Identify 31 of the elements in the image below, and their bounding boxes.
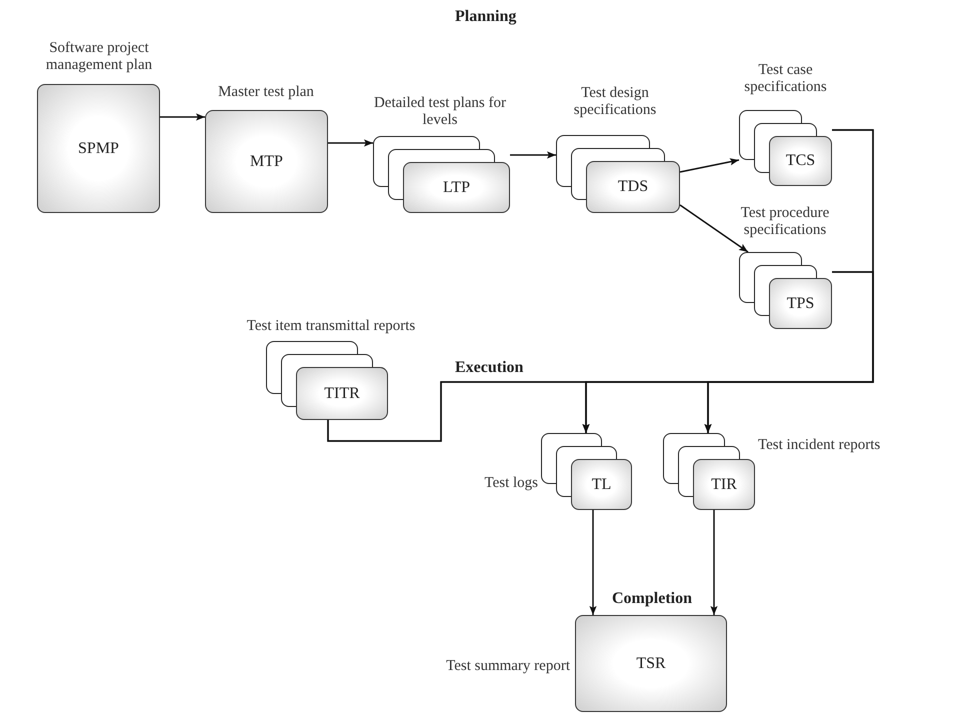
- stage-label: Execution: [455, 359, 524, 377]
- box-label: MTP: [250, 152, 283, 170]
- node-heading: Detailed test plans for levels: [372, 95, 508, 129]
- box-label: TL: [592, 476, 612, 494]
- arrow: [680, 158, 740, 173]
- arrow: [510, 151, 556, 159]
- box-label: SPMP: [78, 140, 119, 158]
- node-heading: Test design specifications: [572, 85, 658, 119]
- box-label: TIR: [711, 476, 737, 494]
- node-heading: Test item transmittal reports: [246, 318, 416, 335]
- arrow: [327, 381, 712, 442]
- node-heading: Test logs: [483, 475, 538, 492]
- node-heading: Test procedure specifications: [740, 205, 830, 239]
- node-heading: Master test plan: [217, 84, 315, 101]
- node-heading: Software project management plan: [44, 40, 154, 74]
- box-label: TSR: [636, 654, 666, 672]
- arrow: [710, 510, 718, 615]
- box-label: TPS: [786, 294, 814, 312]
- box-label: LTP: [443, 178, 470, 196]
- box-label: TITR: [324, 384, 360, 402]
- node-heading: Test incident reports: [758, 437, 882, 454]
- stage-label: Completion: [612, 590, 692, 608]
- arrow: [328, 139, 373, 147]
- node-heading: Test case specifications: [743, 62, 828, 96]
- arrow: [589, 510, 597, 615]
- box-label: TDS: [618, 178, 648, 196]
- arrow: [160, 113, 205, 121]
- stage-label: Planning: [455, 8, 516, 26]
- node-heading: Test summary report: [445, 658, 570, 675]
- arrow: [680, 204, 748, 253]
- box-label: TCS: [786, 152, 816, 170]
